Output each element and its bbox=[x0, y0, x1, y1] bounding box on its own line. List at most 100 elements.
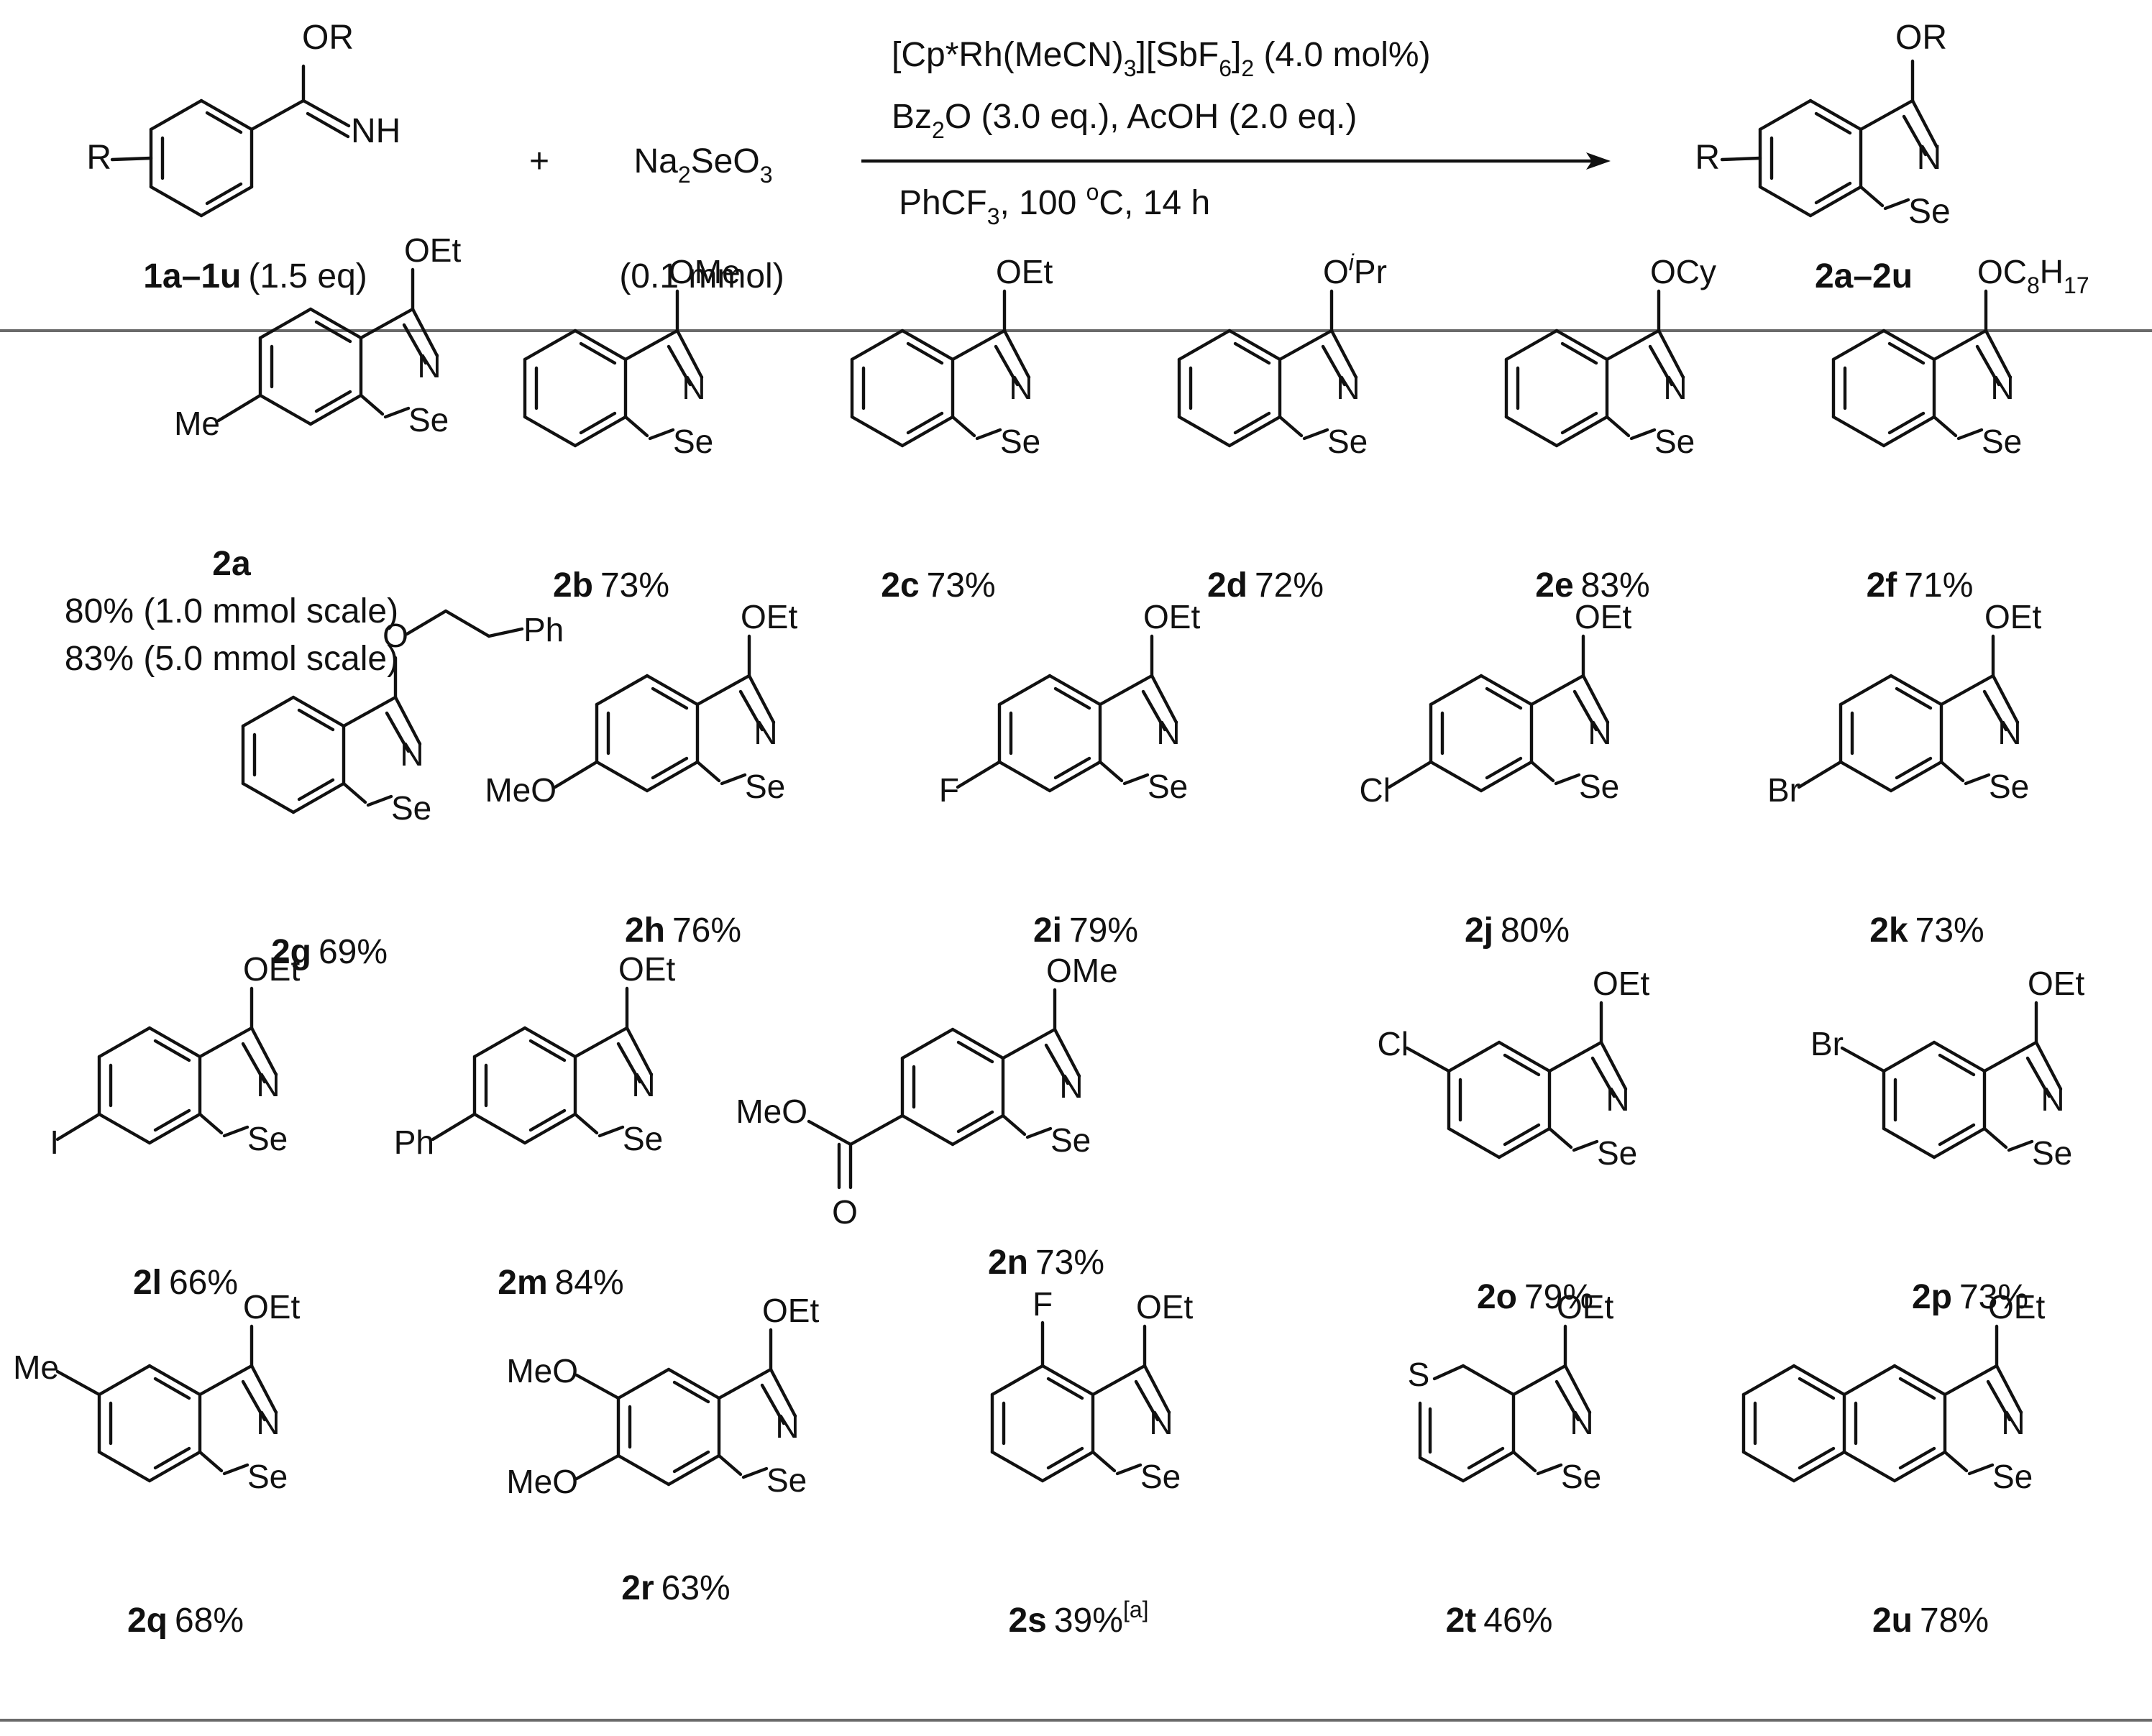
reaction-header: R OR NH 1a–1u(1.5 eq) + Na2SeO3 (0.1 mmo… bbox=[86, 19, 1950, 295]
2r-substituent-label: MeO bbox=[506, 1352, 578, 1390]
2t-se-atom: Se bbox=[1561, 1458, 1601, 1495]
2m-n-atom: N bbox=[631, 1066, 655, 1103]
2j-alkoxy-label: OEt bbox=[1575, 598, 1631, 635]
2d-yield: 72% bbox=[1255, 566, 1324, 605]
2l-se-atom: Se bbox=[247, 1120, 288, 1157]
2e-yield: 83% bbox=[1581, 566, 1650, 605]
2f-se-atom: Se bbox=[1982, 423, 2022, 460]
2e-id: 2e bbox=[1535, 566, 1573, 605]
2b-id: 2b bbox=[553, 566, 593, 605]
2q-id: 2q bbox=[127, 1602, 168, 1640]
2m-yield: 84% bbox=[555, 1264, 624, 1302]
2j-substituent-label: Cl bbox=[1360, 771, 1391, 809]
2n-id: 2n bbox=[988, 1244, 1028, 1282]
2c-alkoxy-label: OEt bbox=[996, 253, 1053, 290]
2a-alkoxy-label: OEt bbox=[404, 231, 461, 269]
reactant-nh-label: NH bbox=[351, 112, 400, 150]
2j-n-atom: N bbox=[1588, 714, 1611, 751]
2p-n-atom: N bbox=[2041, 1080, 2064, 1118]
2i-alkoxy-label: OEt bbox=[1143, 598, 1200, 635]
2g-o-atom: O bbox=[383, 617, 408, 654]
2a-substituent-label: Me bbox=[174, 405, 220, 442]
2p-se-atom: Se bbox=[2032, 1134, 2072, 1172]
2e-se-atom: Se bbox=[1654, 423, 1695, 460]
2f-alkoxy-label: OC8H17 bbox=[1977, 253, 2089, 298]
solvent-conditions-text: PhCF3, 100 oC, 14 h bbox=[899, 179, 1210, 229]
additives-text: Bz2O (3.0 eq.), AcOH (2.0 eq.) bbox=[892, 98, 1357, 143]
2g-yield: 69% bbox=[319, 933, 388, 971]
reactant-alkoxy-label: OR bbox=[302, 19, 354, 57]
2t-s-atom: S bbox=[1408, 1356, 1430, 1393]
2u-yield: 78% bbox=[1920, 1602, 1989, 1640]
2i-yield: 79% bbox=[1069, 911, 1138, 950]
2j-se-atom: Se bbox=[1579, 768, 1619, 805]
2l-n-atom: N bbox=[256, 1066, 280, 1103]
2n-substituent-label: MeO bbox=[736, 1093, 807, 1130]
reactant-1-equiv: (1.5 eq) bbox=[248, 257, 367, 295]
2b-se-atom: Se bbox=[673, 423, 713, 460]
product-se-label: Se bbox=[1908, 193, 1951, 231]
reactant-substituent-r: R bbox=[86, 139, 111, 177]
2k-n-atom: N bbox=[1997, 714, 2021, 751]
2m-id: 2m bbox=[498, 1264, 547, 1302]
general-product: R OR N Se 2a–2u bbox=[1695, 19, 1950, 295]
2l-alkoxy-label: OEt bbox=[243, 950, 300, 988]
2l-substituent-label: I bbox=[50, 1124, 59, 1161]
2g-phenyl-label: Ph bbox=[523, 611, 564, 648]
2o-substituent-label: Cl bbox=[1378, 1025, 1409, 1062]
2k-alkoxy-label: OEt bbox=[1984, 598, 2041, 635]
2q-substituent-label: Me bbox=[13, 1349, 59, 1386]
2i-substituent-label: F bbox=[939, 771, 959, 809]
2n-yield: 73% bbox=[1035, 1244, 1104, 1282]
reaction-conditions: [Cp*Rh(MeCN)3][SbF6]2 (4.0 mol%) Bz2O (3… bbox=[861, 36, 1611, 229]
reactant-1-label: 1a–1u(1.5 eq) bbox=[143, 257, 367, 295]
2b-yield: 73% bbox=[600, 566, 669, 605]
plus-sign: + bbox=[529, 142, 549, 180]
2q-alkoxy-label: OEt bbox=[243, 1288, 300, 1326]
2a-n-atom: N bbox=[417, 347, 441, 385]
reaction-arrow-head bbox=[1586, 152, 1611, 170]
2p-alkoxy-label: OEt bbox=[2028, 965, 2084, 1002]
2n-n-atom: N bbox=[1059, 1067, 1083, 1105]
2m-alkoxy-label: OEt bbox=[618, 950, 675, 988]
2a-se-atom: Se bbox=[408, 401, 449, 438]
2h-id: 2h bbox=[625, 911, 665, 950]
2s-n-atom: N bbox=[1149, 1404, 1173, 1441]
2o-n-atom: N bbox=[1606, 1080, 1629, 1118]
2k-se-atom: Se bbox=[1989, 768, 2029, 805]
2m-substituent-label: Ph bbox=[394, 1124, 434, 1161]
2h-n-atom: N bbox=[754, 714, 777, 751]
2d-alkoxy-label: OiPr bbox=[1323, 249, 1387, 290]
2a-scale-note-1: 80% (1.0 mmol scale) bbox=[65, 592, 398, 630]
2p-yield: 73% bbox=[1959, 1278, 2028, 1316]
2h-alkoxy-label: OEt bbox=[741, 598, 797, 635]
2t-n-atom: N bbox=[1570, 1404, 1593, 1441]
2k-yield: 73% bbox=[1915, 911, 1984, 950]
2e-n-atom: N bbox=[1663, 369, 1687, 406]
2t-yield: 46% bbox=[1483, 1602, 1552, 1640]
2c-se-atom: Se bbox=[1000, 423, 1040, 460]
2j-id: 2j bbox=[1465, 911, 1493, 950]
2c-id: 2c bbox=[881, 566, 919, 605]
